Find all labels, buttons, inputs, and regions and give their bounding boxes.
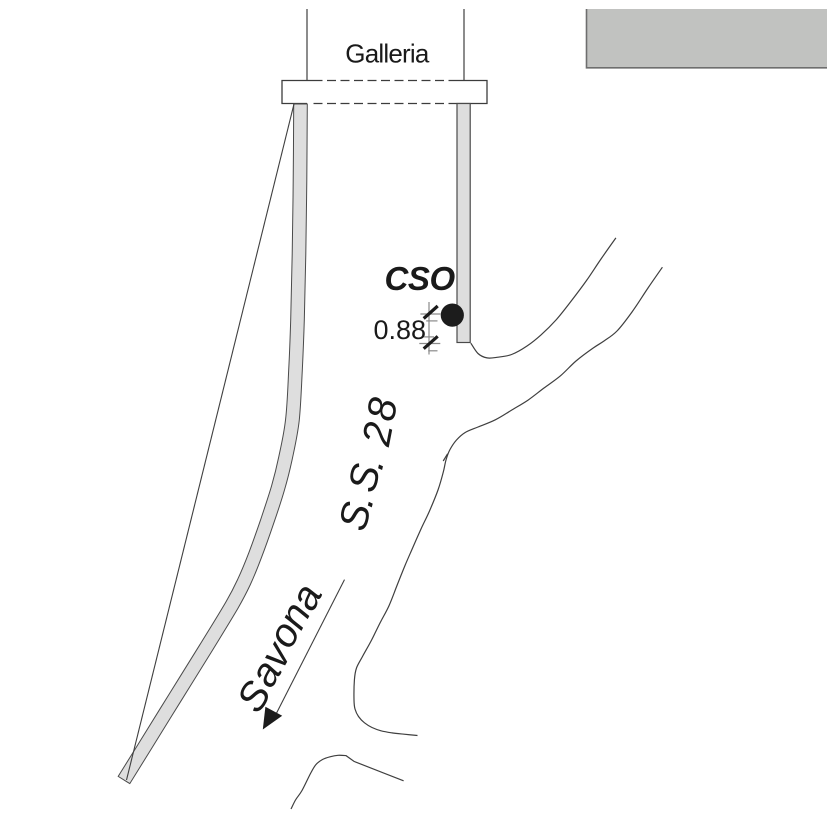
- svg-text:0.88: 0.88: [373, 315, 426, 345]
- svg-text:CSO: CSO: [385, 260, 456, 297]
- svg-text:Galleria: Galleria: [345, 39, 430, 69]
